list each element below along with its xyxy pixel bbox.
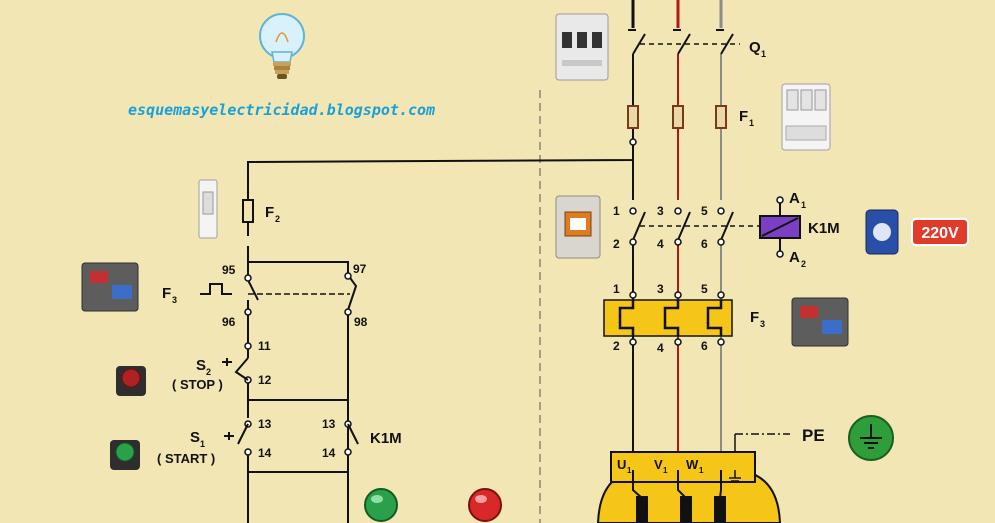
terminal-95: 95 bbox=[222, 263, 236, 277]
contactor-terminal-2: 2 bbox=[613, 237, 620, 251]
contactor-terminal-dots bbox=[629, 207, 725, 246]
f3-control-subscript: 3 bbox=[172, 295, 177, 305]
red-pilot-lamp-image bbox=[468, 488, 502, 522]
k1m-aux-contact bbox=[347, 423, 359, 445]
a1-subscript: 1 bbox=[801, 200, 806, 210]
relay-terminal-6: 6 bbox=[701, 339, 708, 353]
contactor-terminal-6: 6 bbox=[701, 237, 708, 251]
ground-icon bbox=[848, 415, 894, 461]
q1-breaker-symbol bbox=[628, 29, 740, 55]
site-url: esquemasyelectricidad.blogspot.com bbox=[128, 101, 435, 119]
terminal-97: 97 bbox=[353, 262, 367, 276]
s2-subscript: 2 bbox=[206, 367, 211, 377]
relay-terminal-4: 4 bbox=[657, 341, 664, 355]
q1-subscript: 1 bbox=[761, 49, 766, 59]
a2-label: A bbox=[789, 249, 800, 266]
voltage-badge: 220V bbox=[911, 218, 969, 246]
terminal-11: 11 bbox=[258, 339, 271, 353]
terminal-13-k1m: 13 bbox=[322, 417, 336, 431]
stop-label: ( STOP ) bbox=[172, 377, 223, 392]
coil-contactor-image bbox=[865, 209, 899, 255]
thermal-relay-image-control bbox=[81, 262, 139, 312]
f1-subscript: 1 bbox=[749, 118, 754, 128]
f3-control-label: F bbox=[162, 285, 171, 302]
voltage-label: 220V bbox=[921, 225, 959, 242]
terminal-98: 98 bbox=[354, 315, 368, 329]
fuse-holder-image-small bbox=[198, 179, 218, 239]
f3-control-contacts bbox=[200, 274, 358, 311]
green-pilot-lamp-image bbox=[364, 488, 398, 522]
relay-terminal-dots bbox=[629, 291, 725, 346]
contactor-image bbox=[555, 195, 601, 259]
q1-label: Q bbox=[749, 39, 761, 56]
terminal-96: 96 bbox=[222, 315, 236, 329]
k1m-aux-label: K1M bbox=[370, 430, 402, 447]
k1m-coil-symbol bbox=[759, 196, 801, 258]
u1-subscript: 1 bbox=[627, 466, 632, 475]
relay-terminal-1: 1 bbox=[613, 282, 620, 296]
k1m-main-contacts bbox=[632, 211, 760, 241]
f3-thermal-relay-symbol bbox=[603, 299, 733, 337]
s1-start-contact bbox=[224, 423, 249, 445]
start-button-image bbox=[110, 440, 140, 470]
f2-label: F bbox=[265, 204, 274, 221]
stop-button-image bbox=[116, 366, 146, 396]
f3-power-subscript: 3 bbox=[760, 319, 765, 329]
terminal-12: 12 bbox=[258, 373, 272, 387]
terminal-14-s1: 14 bbox=[258, 446, 272, 460]
thermal-relay-image-power bbox=[791, 297, 849, 347]
light-bulb-icon bbox=[259, 13, 305, 79]
contactor-terminal-1: 1 bbox=[613, 204, 620, 218]
terminal-14-k1m: 14 bbox=[322, 446, 336, 460]
a1-label: A bbox=[789, 190, 800, 207]
s2-stop-contact bbox=[222, 357, 249, 381]
v1-subscript: 1 bbox=[663, 466, 668, 475]
f1-label: F bbox=[739, 108, 748, 125]
relay-terminal-5: 5 bbox=[701, 282, 708, 296]
k1m-coil-label: K1M bbox=[808, 220, 840, 237]
f1-fuse-symbols bbox=[627, 105, 727, 129]
f2-subscript: 2 bbox=[275, 214, 280, 224]
contactor-terminal-5: 5 bbox=[701, 204, 708, 218]
fuse-holder-image bbox=[781, 83, 831, 151]
w1-subscript: 1 bbox=[699, 466, 704, 475]
control-terminal-dots bbox=[244, 272, 352, 456]
s2-label: S bbox=[196, 357, 206, 374]
a2-subscript: 2 bbox=[801, 259, 806, 269]
terminal-dot bbox=[629, 138, 637, 146]
motor-symbol bbox=[596, 451, 782, 523]
start-label: ( START ) bbox=[157, 451, 215, 466]
control-feed-wire bbox=[247, 142, 634, 198]
control-wires bbox=[247, 198, 349, 523]
terminal-13-s1: 13 bbox=[258, 417, 272, 431]
pe-label: PE bbox=[802, 426, 825, 445]
v1-label: V bbox=[654, 457, 663, 472]
relay-terminal-3: 3 bbox=[657, 282, 664, 296]
f3-power-label: F bbox=[750, 309, 759, 326]
relay-terminal-2: 2 bbox=[613, 339, 620, 353]
contactor-terminal-4: 4 bbox=[657, 237, 664, 251]
s1-label: S bbox=[190, 429, 200, 446]
contactor-terminal-3: 3 bbox=[657, 204, 664, 218]
f2-fuse-symbol bbox=[242, 199, 254, 223]
u1-label: U bbox=[617, 457, 626, 472]
breaker-image bbox=[555, 13, 609, 81]
power-wires bbox=[631, 0, 723, 460]
w1-label: W bbox=[686, 457, 699, 472]
s1-subscript: 1 bbox=[200, 439, 205, 449]
